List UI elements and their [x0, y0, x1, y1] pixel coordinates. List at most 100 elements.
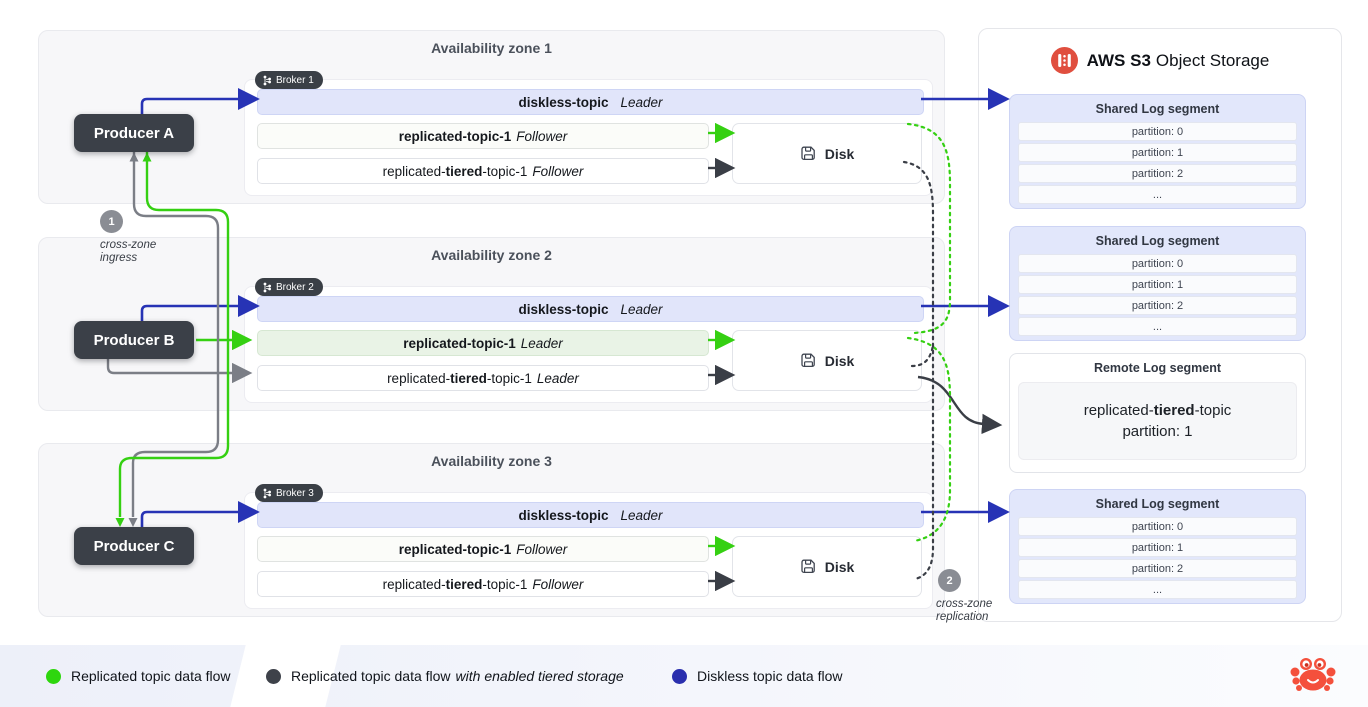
- legend-diskless-flow: Diskless topic data flow: [672, 668, 843, 684]
- partition-row: partition: 0: [1018, 122, 1297, 141]
- topic-role: Leader: [620, 301, 663, 317]
- partition-row: ...: [1018, 580, 1297, 599]
- topic-replicated-tiered: replicated-tiered-topic-1 Follower: [257, 571, 709, 597]
- disk-box: Disk: [732, 536, 922, 597]
- topic-name-bold: tiered: [445, 576, 483, 592]
- legend-text-italic: with enabled tiered storage: [455, 668, 624, 684]
- zone-title: Availability zone 2: [431, 247, 552, 263]
- topic-name-pre: replicated-: [387, 370, 451, 386]
- remote-topic-name: replicated-tiered-topic: [1084, 400, 1232, 421]
- producer-c: Producer C: [74, 527, 194, 565]
- step-label-line: cross-zone: [936, 598, 993, 610]
- kafka-icon: [263, 75, 271, 85]
- availability-zone-3: Availability zone 3 Broker 3 diskless-to…: [38, 443, 945, 617]
- legend-tiered-flow: Replicated topic data flow with enabled …: [266, 668, 624, 684]
- legend-text: Diskless topic data flow: [697, 668, 843, 684]
- zone-title: Availability zone 1: [431, 40, 552, 56]
- topic-replicated-tiered: replicated-tiered-topic-1 Follower: [257, 158, 709, 184]
- disk-box: Disk: [732, 330, 922, 391]
- step-label-ingress: cross-zone ingress: [100, 239, 156, 265]
- kafka-icon: [263, 488, 271, 498]
- crab-logo-icon: [1290, 658, 1336, 691]
- step-label-replication: cross-zone replication: [936, 598, 992, 624]
- step-label-line: replication: [936, 611, 989, 623]
- partition-row: partition: 0: [1018, 517, 1297, 536]
- broker-badge: Broker 3: [255, 484, 323, 502]
- producer-a: Producer A: [74, 114, 194, 152]
- topic-name-pre: replicated-: [382, 576, 446, 592]
- segment-title: Shared Log segment: [1095, 102, 1220, 116]
- legend-text: Replicated topic data flow: [291, 668, 451, 684]
- topic-name: replicated-topic-1: [398, 541, 512, 557]
- topic-name-post: -topic-1: [482, 576, 528, 592]
- topic-replicated: replicated-topic-1 Leader: [257, 330, 709, 356]
- partition-row: partition: 1: [1018, 275, 1297, 294]
- broker-panel: Broker 2 diskless-topic Leader replicate…: [244, 278, 933, 403]
- remote-topic-post: -topic: [1194, 402, 1232, 419]
- broker-panel: Broker 3 diskless-topic Leader replicate…: [244, 484, 933, 609]
- topic-replicated: replicated-topic-1 Follower: [257, 536, 709, 562]
- broker-badge: Broker 2: [255, 278, 323, 296]
- broker-label: Broker 2: [276, 281, 314, 293]
- segment-title: Shared Log segment: [1095, 234, 1220, 248]
- step-badge-2: 2: [938, 569, 961, 592]
- topic-role: Leader: [620, 94, 663, 110]
- partition-list: partition: 0 partition: 1 partition: 2 .…: [1018, 517, 1297, 599]
- topic-name-post: -topic-1: [482, 163, 528, 179]
- partition-list: partition: 0 partition: 1 partition: 2 .…: [1018, 254, 1297, 336]
- legend-replicated-flow: Replicated topic data flow: [46, 668, 231, 684]
- partition-list: partition: 0 partition: 1 partition: 2 .…: [1018, 122, 1297, 204]
- disk-label: Disk: [824, 145, 855, 162]
- availability-zone-1: Availability zone 1 Broker 1 diskless-to…: [38, 30, 945, 204]
- disk-icon: [801, 353, 815, 368]
- topic-role: Follower: [532, 576, 584, 592]
- partition-row: ...: [1018, 317, 1297, 336]
- topic-name: replicated-topic-1: [403, 335, 516, 351]
- shared-log-segment-2: Shared Log segment partition: 0 partitio…: [1009, 226, 1306, 341]
- partition-row: partition: 1: [1018, 538, 1297, 557]
- disk-label: Disk: [824, 352, 855, 369]
- topic-name-pre: replicated-: [382, 163, 446, 179]
- segment-title: Remote Log segment: [1093, 361, 1222, 375]
- partition-row: partition: 2: [1018, 296, 1297, 315]
- legend-dot-green: [46, 668, 61, 684]
- legend-dot-blue: [672, 668, 687, 684]
- segment-title: Shared Log segment: [1095, 497, 1220, 511]
- partition-row: partition: 2: [1018, 559, 1297, 578]
- topic-name: diskless-topic: [518, 507, 609, 523]
- topic-role: Leader: [536, 370, 579, 386]
- topic-name: replicated-topic-1: [398, 128, 512, 144]
- topic-name: diskless-topic: [518, 94, 609, 110]
- shared-log-segment-3: Shared Log segment partition: 0 partitio…: [1009, 489, 1306, 604]
- topic-role: Follower: [532, 163, 584, 179]
- partition-row: ...: [1018, 185, 1297, 204]
- topic-role: Follower: [516, 128, 568, 144]
- disk-icon: [801, 559, 815, 574]
- topic-role: Leader: [520, 335, 563, 351]
- step-label-line: cross-zone: [100, 239, 157, 251]
- s3-title-rest: Object Storage: [1155, 50, 1270, 70]
- topic-name-post: -topic-1: [486, 370, 532, 386]
- partition-row: partition: 0: [1018, 254, 1297, 273]
- legend-text: Replicated topic data flow: [71, 668, 231, 684]
- topic-role: Follower: [516, 541, 568, 557]
- disk-icon: [801, 146, 815, 161]
- disk-label: Disk: [824, 558, 855, 575]
- broker-label: Broker 3: [276, 487, 314, 499]
- topic-diskless: diskless-topic Leader: [257, 89, 924, 115]
- producer-b: Producer B: [74, 321, 194, 359]
- topic-replicated-tiered: replicated-tiered-topic-1 Leader: [257, 365, 709, 391]
- topic-name-bold: tiered: [450, 370, 487, 386]
- topic-role: Leader: [620, 507, 663, 523]
- topic-diskless: diskless-topic Leader: [257, 502, 924, 528]
- remote-topic-partition: partition: 1: [1122, 423, 1193, 440]
- shared-log-segment-1: Shared Log segment partition: 0 partitio…: [1009, 94, 1306, 209]
- remote-topic-pre: replicated-: [1083, 402, 1154, 419]
- s3-title-bold: AWS S3: [1086, 50, 1151, 70]
- topic-replicated: replicated-topic-1 Follower: [257, 123, 709, 149]
- topic-name-bold: tiered: [445, 163, 483, 179]
- kafka-icon: [263, 282, 271, 292]
